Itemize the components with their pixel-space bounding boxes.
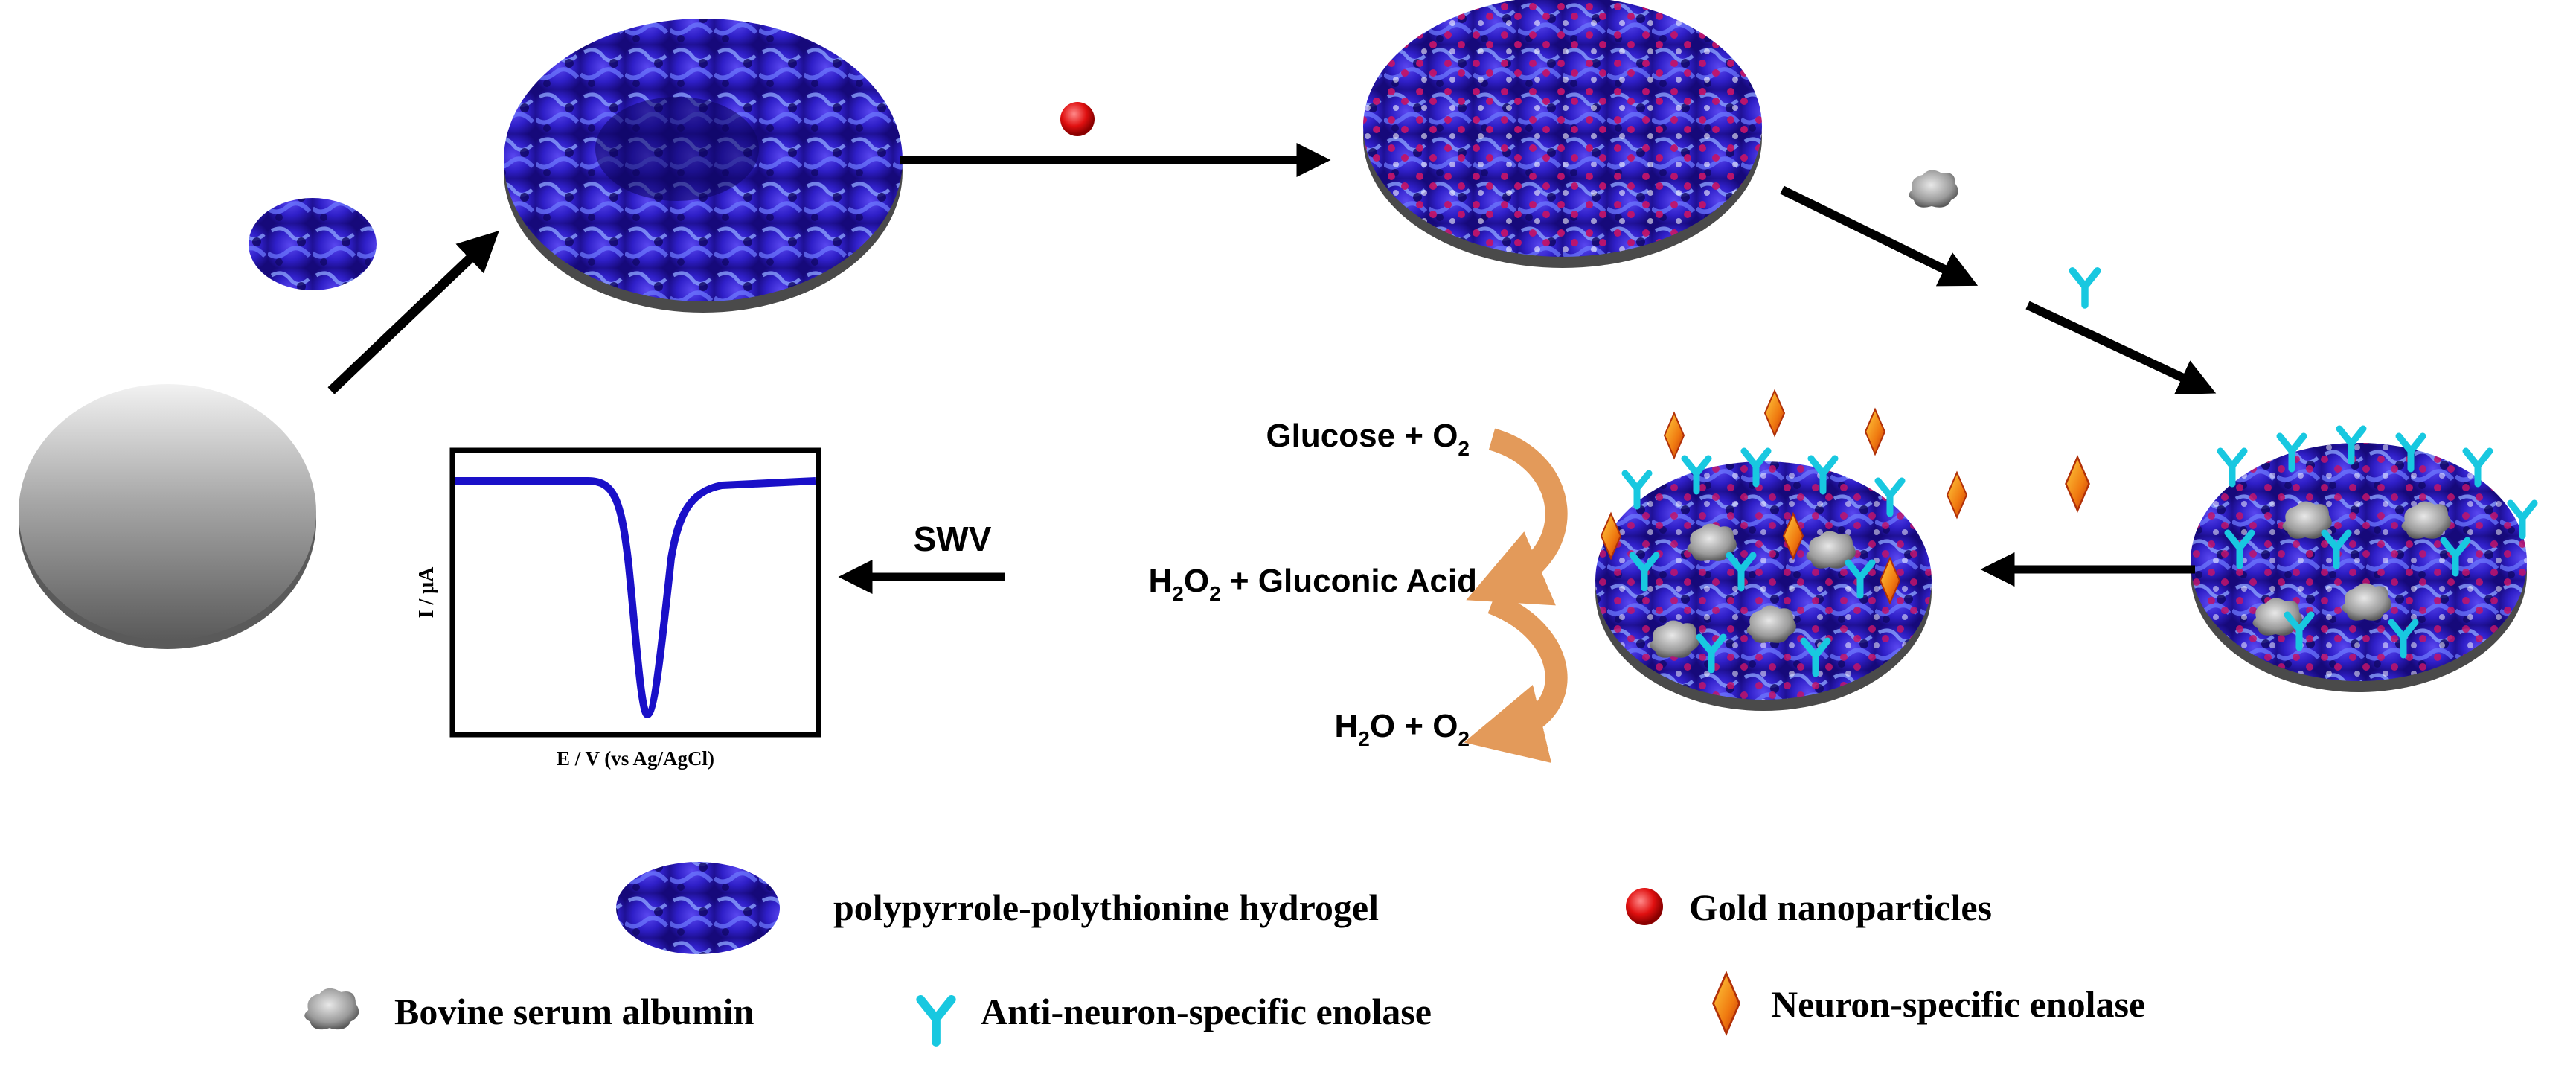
legend-anti-nse-label: Anti-neuron-specific enolase bbox=[981, 991, 1432, 1032]
nse-icon-step bbox=[2065, 456, 2090, 512]
arrow-step1 bbox=[327, 230, 499, 394]
antibody-icon-step bbox=[2072, 271, 2098, 305]
reaction-water: H2O + O2 bbox=[1334, 708, 1470, 750]
antibody-y-icon bbox=[920, 1000, 952, 1042]
bsa-blob-icon bbox=[304, 988, 359, 1030]
curved-arrow-lower bbox=[1464, 592, 1568, 763]
nse-diamond-icon bbox=[1712, 972, 1740, 1035]
hydrogel-small-icon bbox=[249, 198, 377, 290]
disk-hydrogel bbox=[504, 19, 903, 313]
legend-hydrogel-label: polypyrrole-polythionine hydrogel bbox=[833, 886, 1379, 928]
gold-nanoparticle-icon-step bbox=[1060, 102, 1095, 136]
swv-plot: I / μA E / V (vs Ag/AgCl) bbox=[415, 447, 821, 770]
legend-nse-label: Neuron-specific enolase bbox=[1771, 983, 2145, 1025]
arrow-step3 bbox=[1780, 185, 1979, 287]
bare-electrode bbox=[19, 384, 316, 649]
gold-nanoparticle-icon bbox=[1626, 888, 1663, 925]
disk-hydrogel-aunp bbox=[1363, 0, 1762, 268]
bsa-icon-step bbox=[1909, 170, 1958, 208]
swv-label: SWV bbox=[914, 520, 992, 558]
disk-immunosensor bbox=[2191, 429, 2534, 692]
disk-captured-nse bbox=[1595, 390, 1967, 711]
reaction-h2o2: H2O2 + Gluconic Acid bbox=[1148, 563, 1477, 605]
legend: polypyrrole-polythionine hydrogel Gold n… bbox=[304, 862, 2145, 1042]
swv-ylabel: I / μA bbox=[415, 566, 438, 619]
curved-arrow-upper bbox=[1466, 428, 1568, 606]
reaction-glucose: Glucose + O2 bbox=[1266, 418, 1470, 460]
legend-gold-label: Gold nanoparticles bbox=[1689, 886, 1992, 928]
legend-bsa-label: Bovine serum albumin bbox=[394, 991, 754, 1032]
hydrogel-disk-icon bbox=[616, 862, 780, 954]
swv-xlabel: E / V (vs Ag/AgCl) bbox=[557, 747, 714, 770]
swv-curve bbox=[455, 477, 816, 718]
arrow-step4 bbox=[2025, 301, 2217, 395]
